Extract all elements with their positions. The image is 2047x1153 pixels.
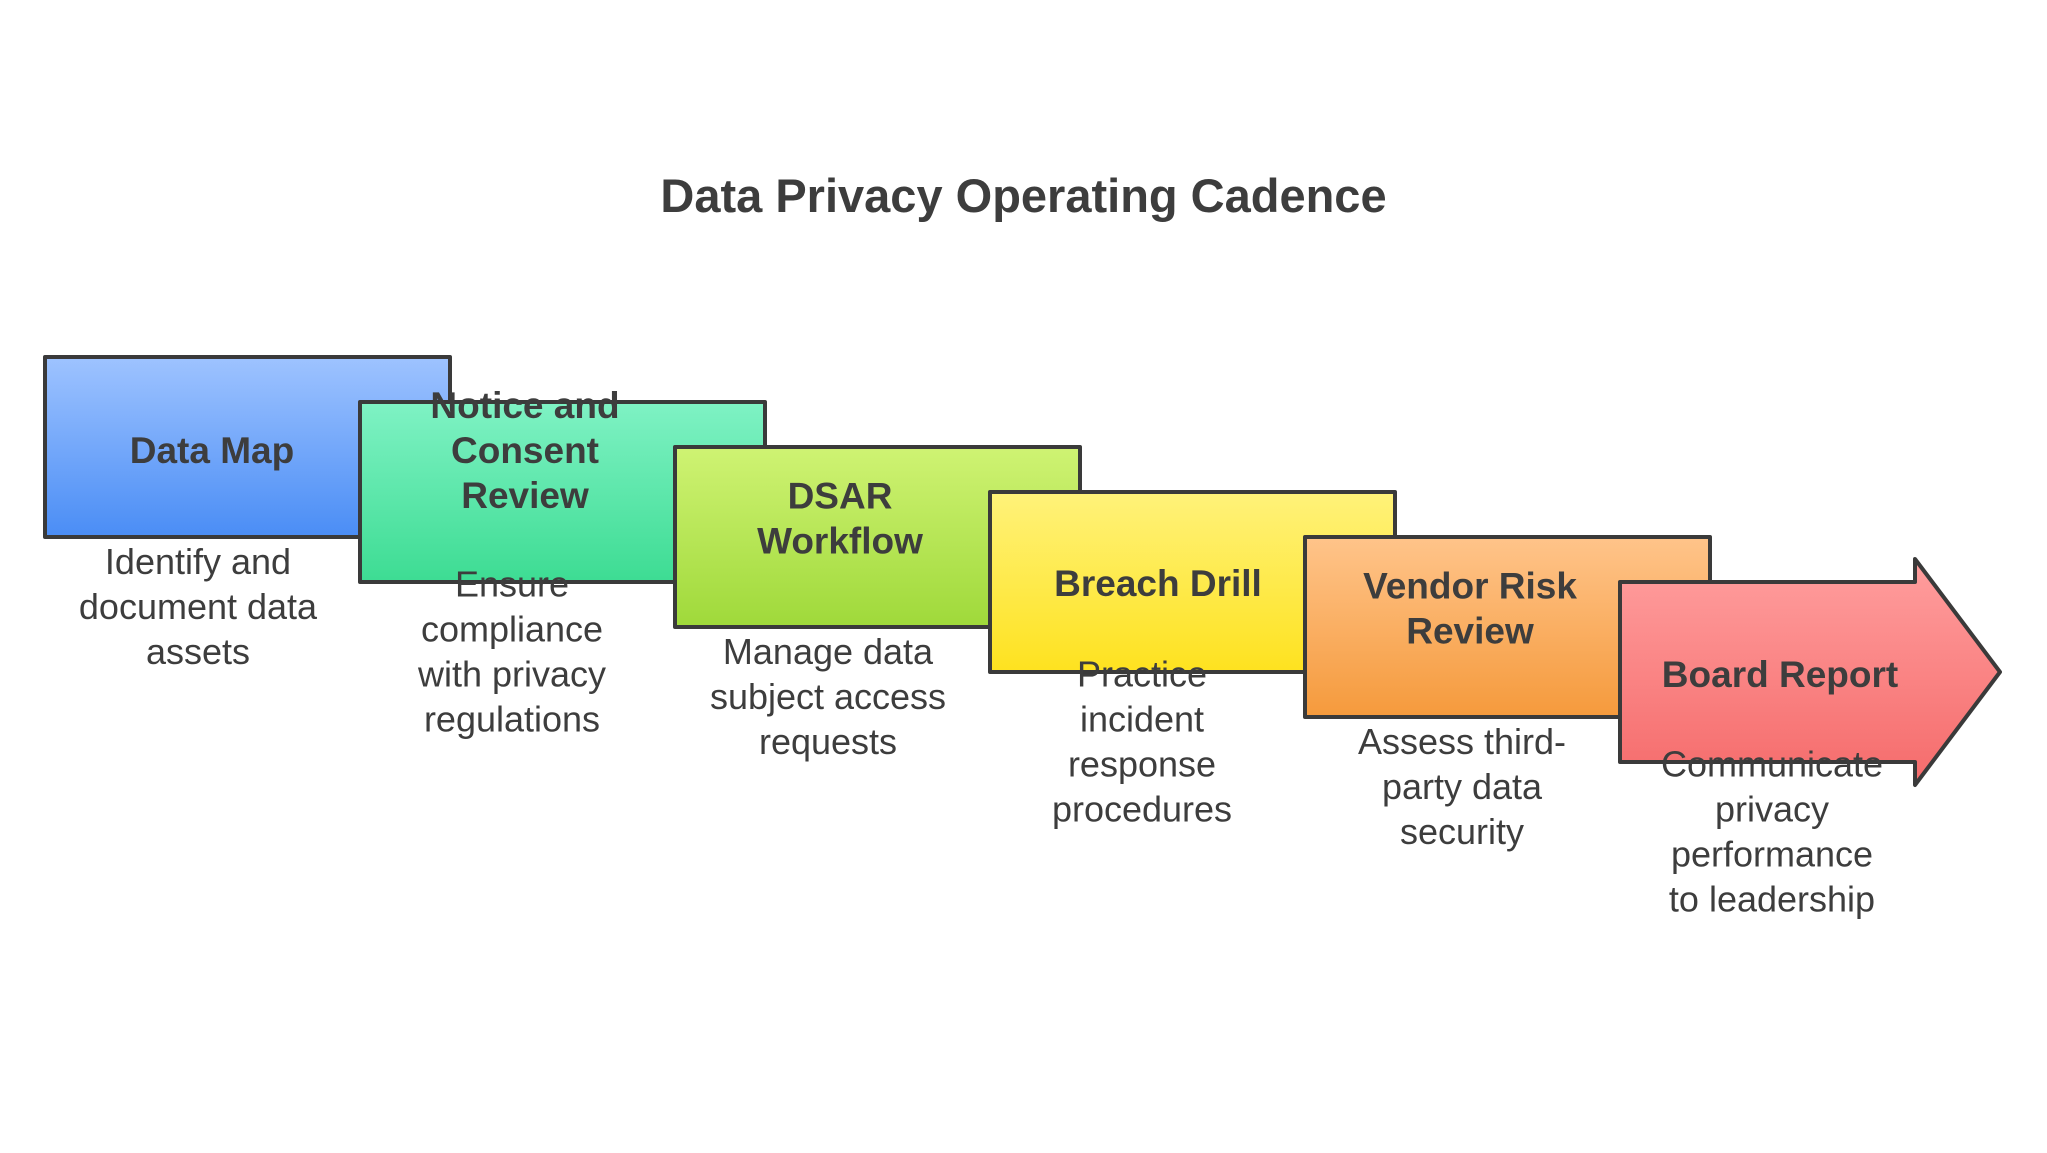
step-description-line: Assess third-: [1358, 721, 1566, 762]
step-description-line: Communicate: [1661, 744, 1883, 785]
step-label-line: Board Report: [1662, 654, 1898, 695]
step-description-line: performance: [1671, 834, 1873, 875]
step-description-line: regulations: [424, 699, 600, 740]
step-label-line: Review: [461, 475, 589, 516]
step-description-line: subject access: [710, 676, 946, 717]
step-description-line: compliance: [421, 609, 603, 650]
step-label-line: Data Map: [130, 430, 294, 471]
step-description-line: procedures: [1052, 789, 1232, 830]
step-label-line: Workflow: [757, 521, 923, 562]
diagram-title: Data Privacy Operating Cadence: [660, 169, 1387, 222]
step-description-line: security: [1400, 811, 1524, 852]
step-description-line: assets: [146, 631, 250, 672]
step-description-line: to leadership: [1669, 879, 1875, 920]
step-label-4: Breach Drill: [1054, 563, 1262, 604]
step-label-line: Vendor Risk: [1363, 566, 1577, 607]
step-description-line: response: [1068, 744, 1216, 785]
step-description-line: with privacy: [417, 654, 606, 695]
step-label-line: Review: [1406, 611, 1534, 652]
step-description-line: Practice: [1077, 654, 1207, 695]
step-description-line: Manage data: [723, 631, 934, 672]
step-label-line: Notice and: [430, 385, 619, 426]
step-label-1: Data Map: [130, 430, 294, 471]
step-label-line: Consent: [451, 430, 599, 471]
step-description-line: party data: [1382, 766, 1543, 807]
step-label-line: Breach Drill: [1054, 563, 1262, 604]
step-description-line: requests: [759, 721, 897, 762]
step-label-line: DSAR: [788, 476, 893, 517]
step-description-line: incident: [1080, 699, 1204, 740]
step-label-6: Board Report: [1662, 654, 1898, 695]
step-description-line: document data: [79, 586, 318, 627]
step-shape-6: [1618, 557, 2002, 787]
step-description-line: privacy: [1715, 789, 1829, 830]
step-description-line: Identify and: [105, 541, 291, 582]
step-description-line: Ensure: [455, 564, 569, 605]
